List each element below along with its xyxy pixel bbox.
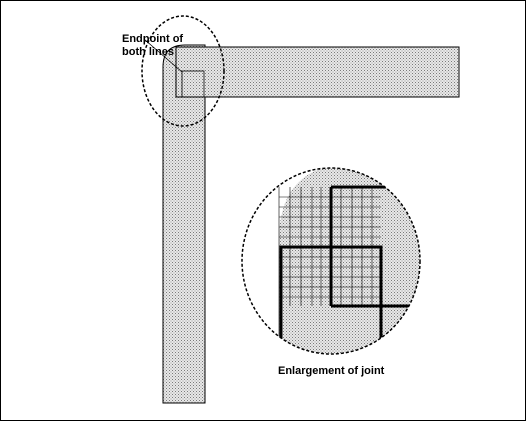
endpoint-label-line2: both lines (122, 46, 174, 58)
enlargement-circle (241, 167, 421, 355)
horizontal-line-shape (175, 46, 460, 98)
enlargement-label: Enlargement of joint (278, 365, 385, 377)
enlargement-content (242, 168, 420, 354)
endpoint-label-line1: Endpoint of (122, 33, 183, 45)
vertical-line-shape (162, 44, 206, 404)
joint-square (181, 70, 205, 98)
joint-highlight-circle (141, 15, 225, 127)
endpoint-pointer (143, 38, 183, 73)
